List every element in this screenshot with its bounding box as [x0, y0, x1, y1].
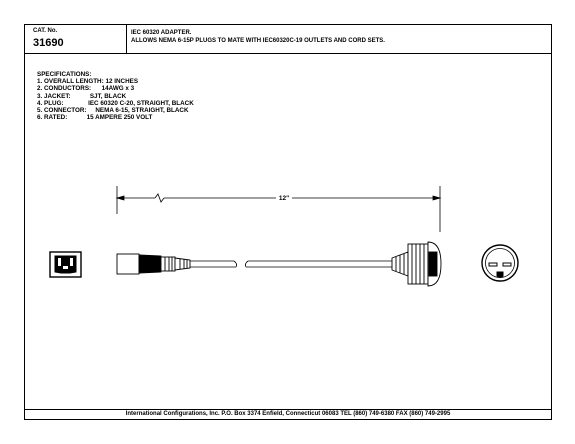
spec-label: 1. OVERALL LENGTH: [37, 78, 104, 86]
spec-value: NEMA 6-15, STRAIGHT, BLACK [95, 107, 189, 115]
c20-plug-face-icon [49, 251, 82, 278]
nema-connector-side-view [391, 241, 442, 287]
company-footer: International Configurations, Inc. P.O. … [25, 409, 551, 419]
spec-row: 3. JACKET: SJT, BLACK [37, 93, 194, 100]
product-description: IEC 60320 ADAPTER. ALLOWS NEMA 6-15P PLU… [131, 29, 385, 45]
spec-row: 1. OVERALL LENGTH: 12 INCHES [37, 78, 194, 85]
spec-label: 2. CONDUCTORS: [37, 85, 92, 93]
catalog-number: 31690 [33, 37, 64, 49]
spec-value: 14AWG x 3 [101, 85, 135, 93]
spec-row: 6. RATED: 15 AMPERE 250 VOLT [37, 114, 194, 121]
spec-label: 6. RATED: [37, 114, 68, 122]
spec-value: 15 AMPERE 250 VOLT [86, 114, 153, 122]
description-line-2: ALLOWS NEMA 6-15P PLUGS TO MATE WITH IEC… [131, 38, 385, 44]
spec-value: IEC 60320 C-20, STRAIGHT, BLACK [88, 99, 194, 107]
title-block: CAT. No. 31690 IEC 60320 ADAPTER. ALLOWS… [25, 25, 551, 54]
dimension-label: 12" [279, 195, 289, 202]
spec-value: 12 INCHES [105, 78, 139, 86]
spec-row: 4. PLUG: IEC 60320 C-20, STRAIGHT, BLACK [37, 100, 194, 107]
spec-label: 5. CONNECTOR: [37, 107, 87, 115]
c20-plug-side-view [116, 253, 191, 275]
drawing-sheet: CAT. No. 31690 IEC 60320 ADAPTER. ALLOWS… [24, 24, 552, 420]
spec-row: 2. CONDUCTORS: 14AWG x 3 [37, 85, 194, 92]
spec-value: SJT, BLACK [89, 92, 127, 100]
cable [190, 260, 392, 268]
spec-label: 3. JACKET: [37, 92, 71, 100]
spec-row: 5. CONNECTOR: NEMA 6-15, STRAIGHT, BLACK [37, 107, 194, 114]
dimension-line [115, 186, 442, 232]
catalog-cell: CAT. No. 31690 [25, 25, 127, 53]
catalog-label: CAT. No. [33, 28, 58, 34]
specifications-heading: SPECIFICATIONS: [37, 71, 92, 78]
nema-6-15-face-icon [481, 244, 519, 282]
spec-label: 4. PLUG: [37, 99, 64, 107]
specifications: SPECIFICATIONS: 1. OVERALL LENGTH: 12 IN… [37, 71, 194, 121]
dimension-label-bg [276, 192, 292, 202]
description-line-1: IEC 60320 ADAPTER. [131, 30, 192, 36]
